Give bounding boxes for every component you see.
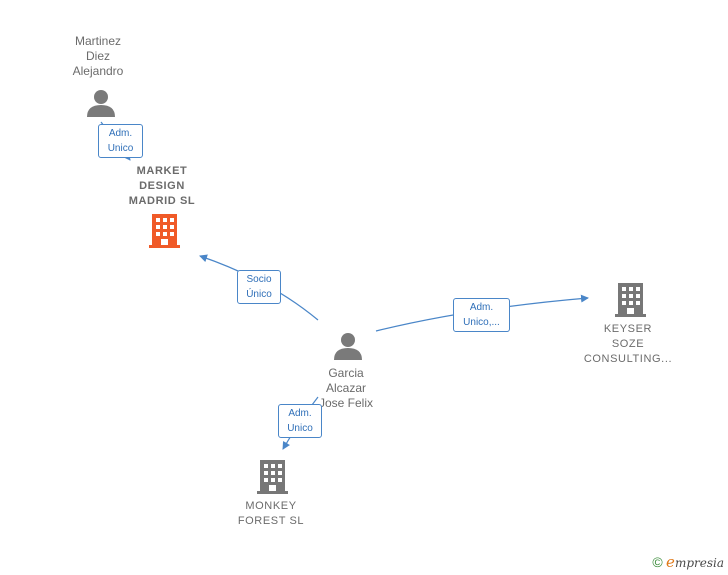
- edge-label-garcia-keyser: Adm. Unico,...: [453, 298, 510, 332]
- edge-label-martinez-market: Adm. Unico: [98, 124, 143, 158]
- node-label-monkey[interactable]: MONKEY FOREST SL: [237, 500, 305, 527]
- building-icon: [257, 460, 288, 494]
- edge-label-garcia-monkey: Adm. Unico: [278, 404, 322, 438]
- person-icon: [87, 90, 115, 117]
- node-label-keyser[interactable]: KEYSER SOZE CONSULTING...: [583, 323, 673, 365]
- node-label-market-design[interactable]: MARKET DESIGN MADRID SL: [128, 165, 196, 207]
- person-icon: [334, 333, 362, 360]
- building-icon: [615, 283, 646, 317]
- edge-label-garcia-market: Socio Único: [237, 270, 281, 304]
- node-label-garcia[interactable]: Garcia Alcazar Jose Felix: [318, 366, 374, 410]
- node-label-martinez[interactable]: Martinez Diez Alejandro: [72, 34, 124, 78]
- brand-logo-initial: e: [666, 553, 675, 571]
- building-icon: [149, 214, 180, 248]
- copyright-icon: ©: [652, 554, 663, 570]
- brand-footer: © empresia: [652, 553, 724, 571]
- brand-logo-text: mpresia: [674, 556, 724, 570]
